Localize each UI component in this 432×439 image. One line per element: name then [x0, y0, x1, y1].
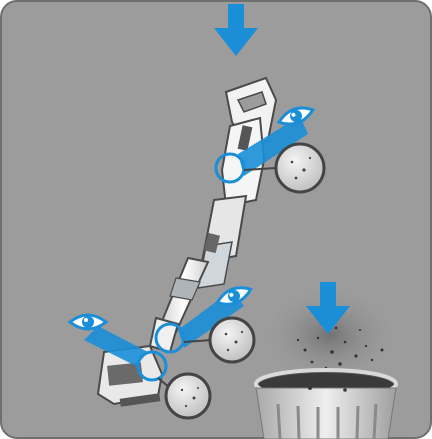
- magnifier-inspection-circle: [276, 144, 324, 192]
- trash-bin: [256, 370, 396, 439]
- eye-icon: [70, 315, 106, 329]
- magnifier-inspection-circle: [210, 318, 254, 362]
- magnifier-inspection-circle: [166, 374, 210, 418]
